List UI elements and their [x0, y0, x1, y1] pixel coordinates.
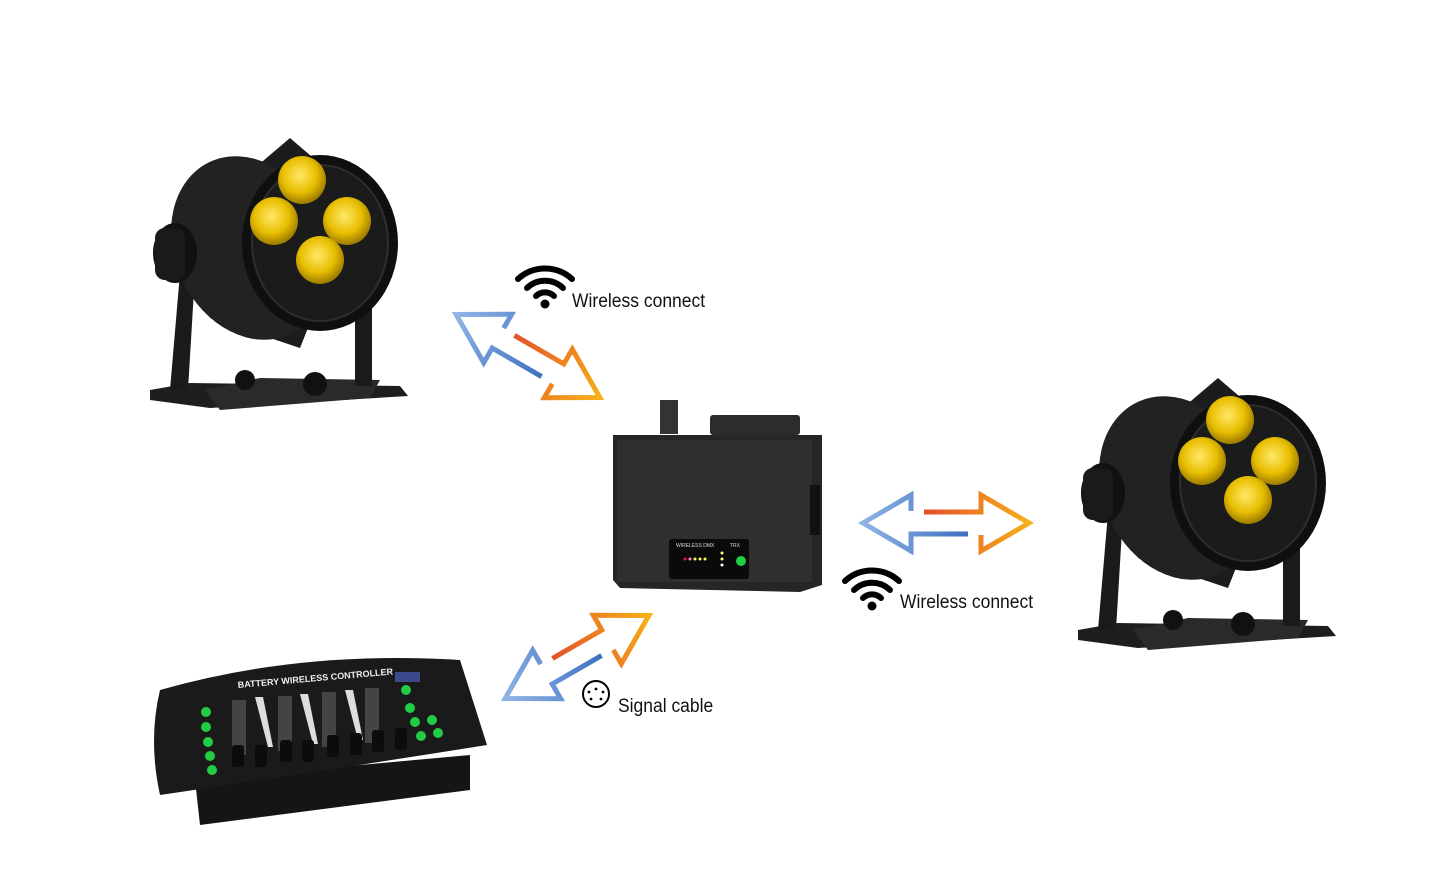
dmx-connector-icon: [582, 680, 610, 708]
wireless-connect-label-top: Wireless connect: [572, 291, 706, 312]
signal-cable-label: Signal cable: [618, 696, 714, 717]
wifi-icon: [845, 571, 899, 611]
spotlight-top-left: [140, 129, 409, 411]
transceiver-mode: TRX: [730, 543, 741, 549]
battery-wireless-controller: BATTERY WIRELESS CONTROLLER: [154, 658, 487, 825]
double-arrow-icon-right: [863, 495, 1029, 551]
wireless-connect-label-right: Wireless connect: [900, 592, 1034, 613]
spotlight-right: [1068, 369, 1337, 651]
wireless-dmx-transceiver: WIRELESS DMX TRX: [613, 400, 822, 592]
transceiver-title: WIRELESS DMX: [676, 543, 715, 549]
wifi-icon: [518, 269, 572, 309]
